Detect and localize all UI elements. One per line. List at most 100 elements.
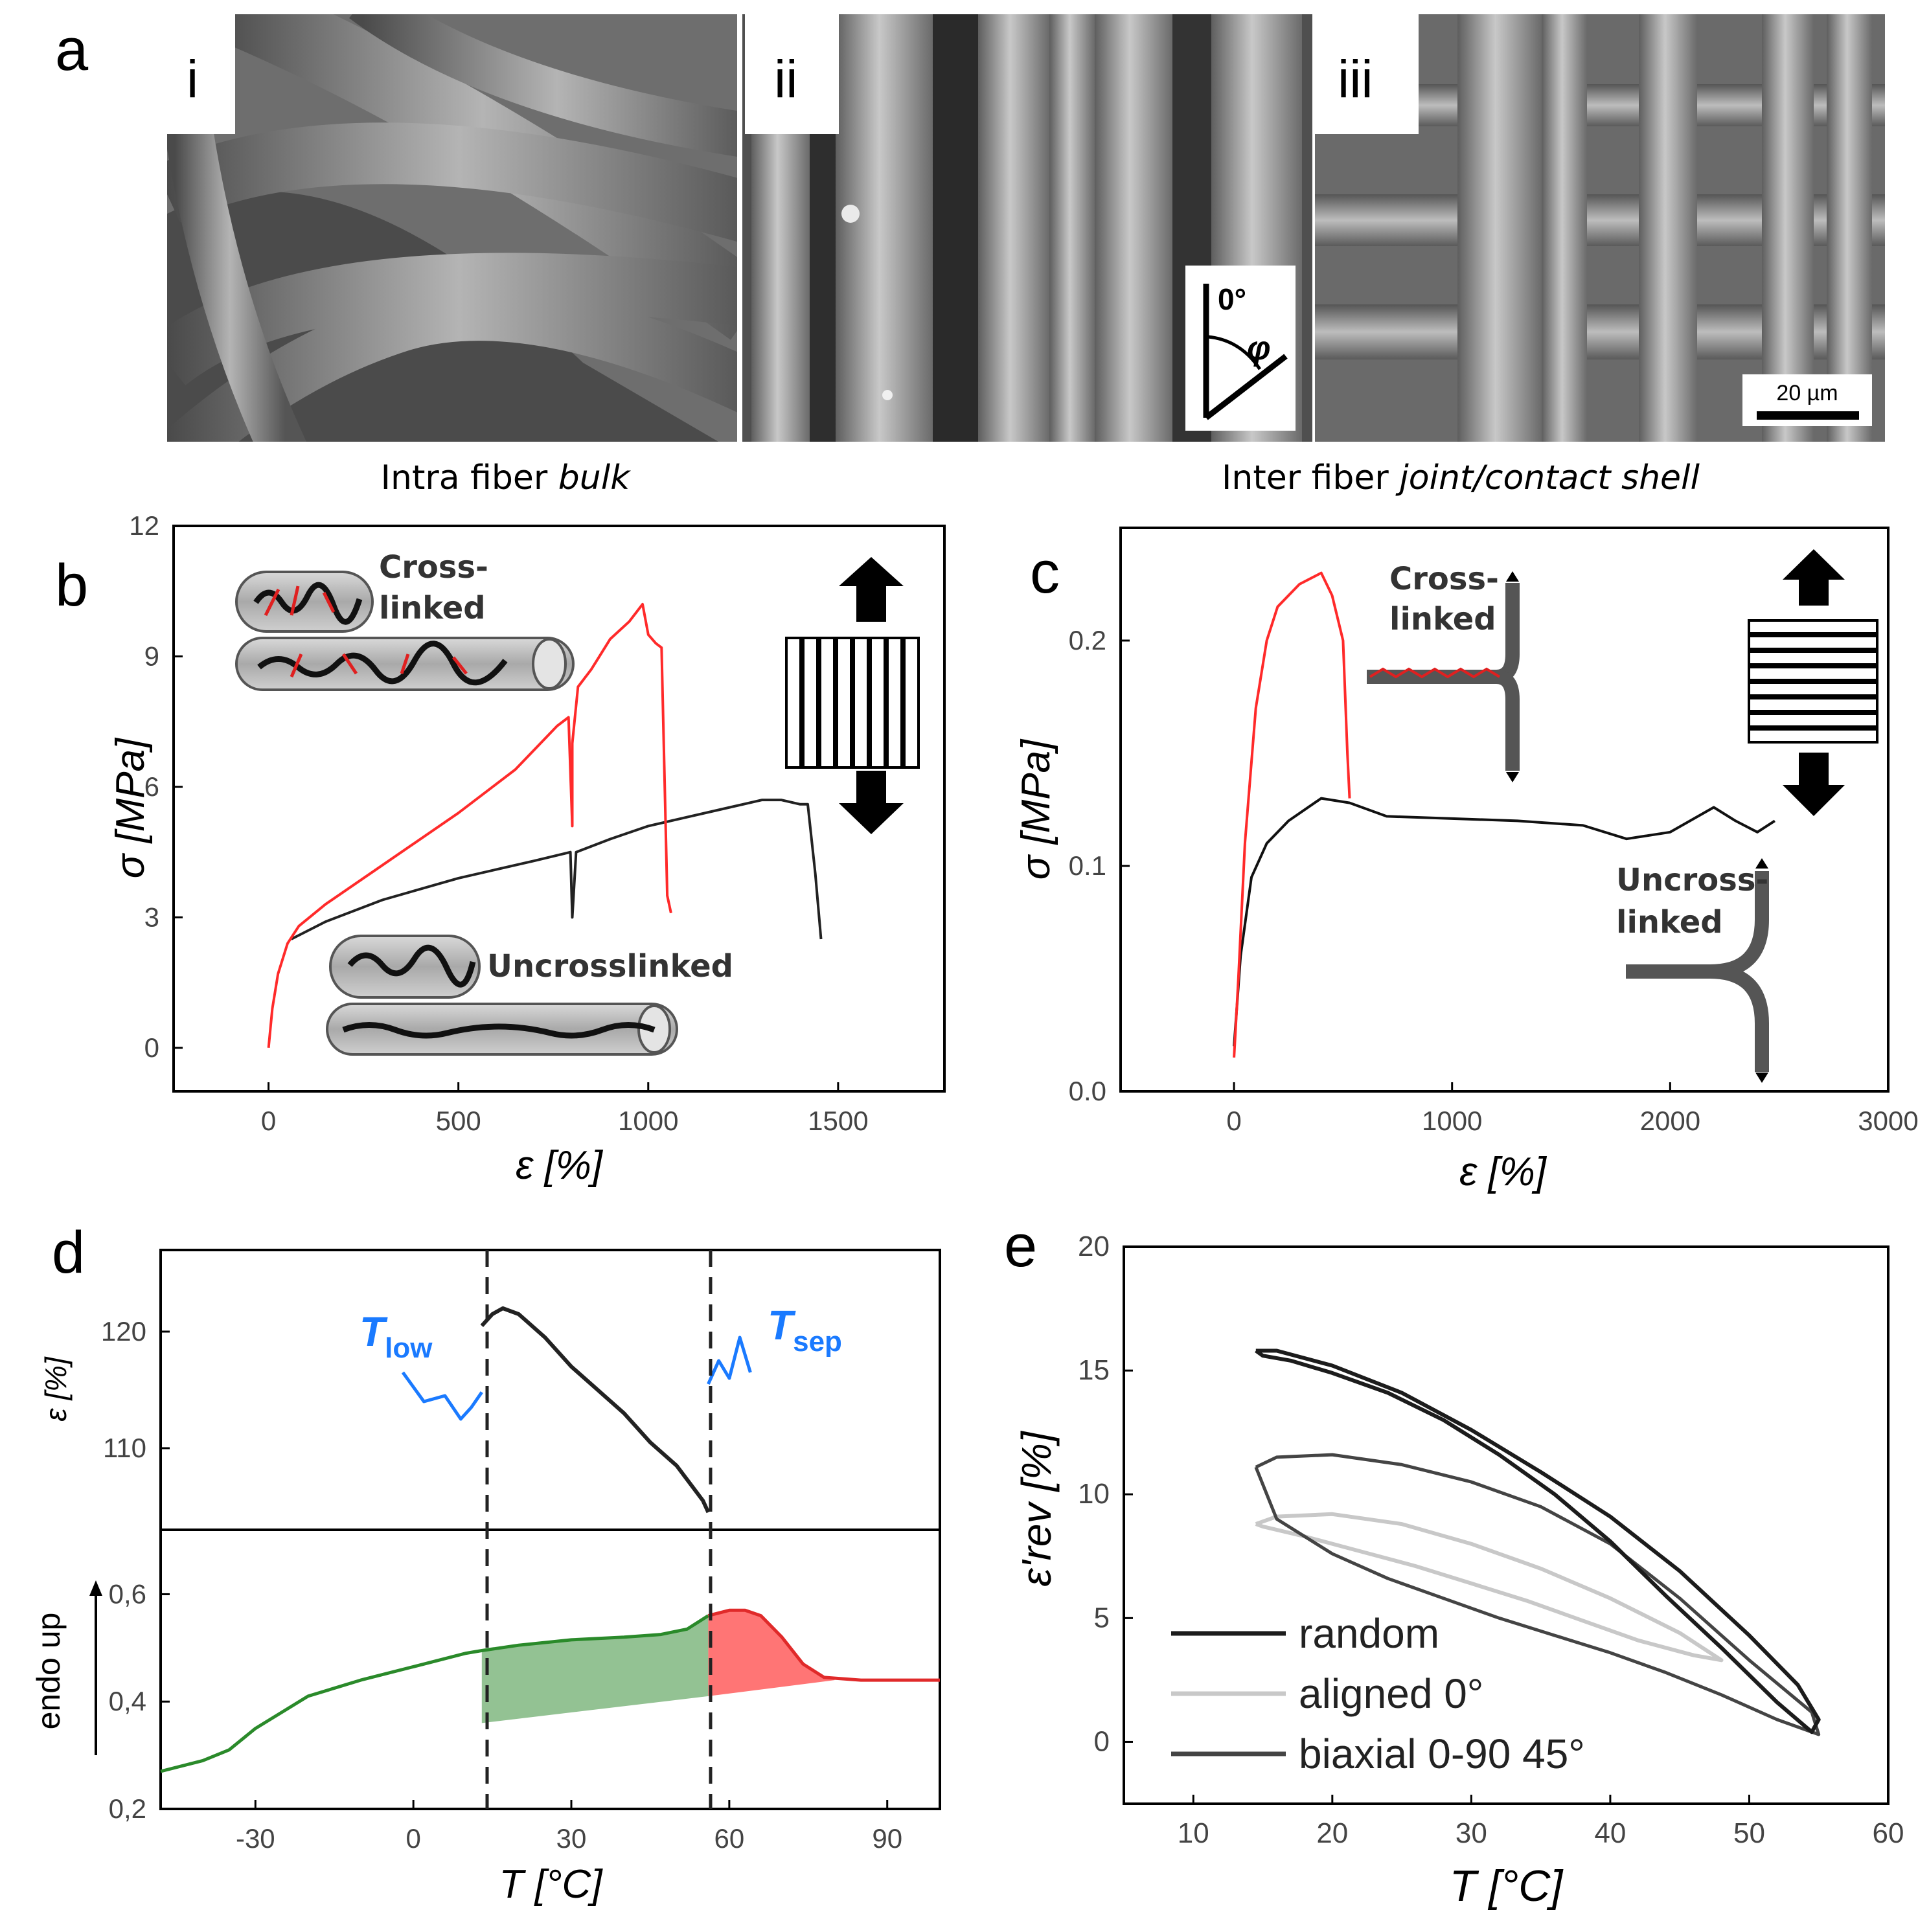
annotation-t-sep: Tsep: [768, 1302, 842, 1358]
y-tick-label: 15: [1078, 1354, 1110, 1386]
green-area-fill: [481, 1615, 709, 1723]
y-tick-label: 6: [144, 771, 159, 802]
x-tick-label: 50: [1733, 1817, 1765, 1849]
endo-up-arrow: [89, 1580, 102, 1755]
panel-e-label: e: [1004, 1213, 1037, 1279]
data-series-c: [1233, 571, 1775, 1058]
crosslinked-joint-stress-line: [1233, 571, 1351, 1058]
x-tick-label: 1000: [618, 1106, 678, 1136]
annotation-t-low-main: T: [360, 1308, 388, 1355]
panel-c-label: c: [1030, 540, 1060, 606]
annotation-crosslinked-2-b: linked: [379, 590, 486, 626]
annotation-crosslinked-1-c: Cross-: [1389, 561, 1499, 597]
strain-vs-temperature-line: [480, 1306, 711, 1514]
crosslinked-joint-schematic-c: Cross- linked: [1367, 561, 1520, 782]
x-tick-label: -30: [236, 1823, 275, 1854]
data-series-e: [1254, 1348, 1821, 1736]
t-low-curve: [401, 1371, 483, 1421]
y-axis-label-d-top: ε [%]: [39, 1356, 73, 1422]
uncrosslinked-joint-stress-line: [1233, 797, 1775, 1047]
y-tick-label: 0,6: [109, 1578, 146, 1609]
sem-label-box-iii: [1315, 14, 1419, 134]
annotation-t-low-sub: low: [385, 1332, 433, 1364]
y-tick-label: 0.2: [1069, 625, 1106, 655]
crosslinked-stress-strain-line: [267, 602, 672, 1048]
x-tick-label: 30: [556, 1823, 587, 1854]
annotation-uncrosslinked-b: Uncrosslinked: [487, 948, 733, 984]
y-tick-label: 5: [1094, 1602, 1110, 1633]
sem-label-box-ii: [745, 14, 839, 134]
x-axis-label-d: T [°C]: [499, 1862, 603, 1907]
x-tick-label: 3000: [1858, 1106, 1918, 1136]
caption-intra-plain: Intra fiber: [381, 459, 558, 497]
vertical-fiber-icon-b: [785, 557, 920, 834]
angle-zero-label: 0°: [1218, 282, 1246, 316]
y-tick-label: 110: [103, 1433, 146, 1463]
x-tick-label: 60: [714, 1823, 745, 1854]
uncrosslinked-joint-schematic-c: Uncross- linked: [1616, 858, 1769, 1083]
t-sep-curve: [707, 1335, 752, 1385]
plot-frame-c: [1119, 527, 1889, 1093]
x-tick-label: 0: [261, 1106, 276, 1136]
y-tick-label: 0: [1094, 1725, 1110, 1757]
angle-arc: [1207, 335, 1262, 370]
legend-entry: random: [1299, 1610, 1439, 1657]
x-tick-label: 40: [1594, 1817, 1626, 1849]
uncrosslinked-fiber-schematic-b: Uncrosslinked: [326, 935, 733, 1056]
x-tick-label: 500: [436, 1106, 481, 1136]
y-axis-label-b: σ [MPa]: [108, 737, 153, 878]
y-axis-label-d-bottom: endo up: [30, 1613, 67, 1730]
dsc-red-line: [707, 1608, 940, 1682]
annotation-uncrosslinked-2-c: linked: [1616, 904, 1723, 940]
y-tick-label: 0.1: [1069, 850, 1106, 881]
sem-label-i: i: [187, 50, 198, 109]
crosslinked-fiber-schematic-b: Cross- linked: [235, 549, 575, 691]
x-tick-label: 30: [1456, 1817, 1487, 1849]
x-tick-label: 20: [1316, 1817, 1348, 1849]
panel-b-label: b: [55, 552, 88, 619]
scale-bar: 20 µm: [1742, 374, 1872, 426]
aligned-0-loop: [1255, 1512, 1724, 1663]
biaxial-loop: [1254, 1453, 1821, 1736]
x-tick-label: 60: [1873, 1817, 1904, 1849]
caption-inter-italic: joint/contact shell: [1395, 459, 1700, 497]
annotation-t-sep-sub: sep: [793, 1326, 842, 1358]
y-tick-label: 0,2: [109, 1793, 146, 1824]
x-axis-label-b: ε [%]: [516, 1143, 604, 1188]
x-axis-label-e: T [°C]: [1450, 1861, 1564, 1911]
annotation-crosslinked-1-b: Cross-: [379, 549, 488, 585]
annotation-uncrosslinked-1-c: Uncross-: [1616, 862, 1768, 898]
x-axis-label-c: ε [%]: [1459, 1150, 1547, 1194]
y-tick-label: 10: [1078, 1478, 1110, 1510]
annotation-crosslinked-2-c: linked: [1389, 601, 1496, 637]
horizontal-fiber-icon-c: [1748, 549, 1878, 816]
y-tick-label: 9: [144, 641, 159, 671]
caption-intra-fiber: Intra fiber bulk: [381, 459, 632, 497]
x-tick-label: 1000: [1422, 1106, 1482, 1136]
data-series-d: [160, 1306, 940, 1773]
y-axis-label-c: σ [MPa]: [1014, 738, 1058, 880]
panel-d-label: d: [52, 1220, 85, 1286]
sem-label-ii: ii: [774, 50, 797, 109]
uncrosslinked-stress-strain-line: [290, 799, 823, 940]
x-tick-label: 10: [1178, 1817, 1209, 1849]
annotation-t-sep-main: T: [768, 1302, 796, 1348]
x-tick-label: 0: [1226, 1106, 1241, 1136]
y-tick-label: 120: [101, 1316, 146, 1347]
y-tick-label: 0.0: [1069, 1076, 1106, 1106]
angle-inset: 0° φ: [1185, 266, 1296, 431]
area-fills-d: [481, 1610, 835, 1723]
legend-entry: aligned 0°: [1299, 1670, 1483, 1717]
y-tick-label: 0: [144, 1032, 159, 1063]
caption-inter-plain: Inter fiber: [1222, 459, 1399, 497]
